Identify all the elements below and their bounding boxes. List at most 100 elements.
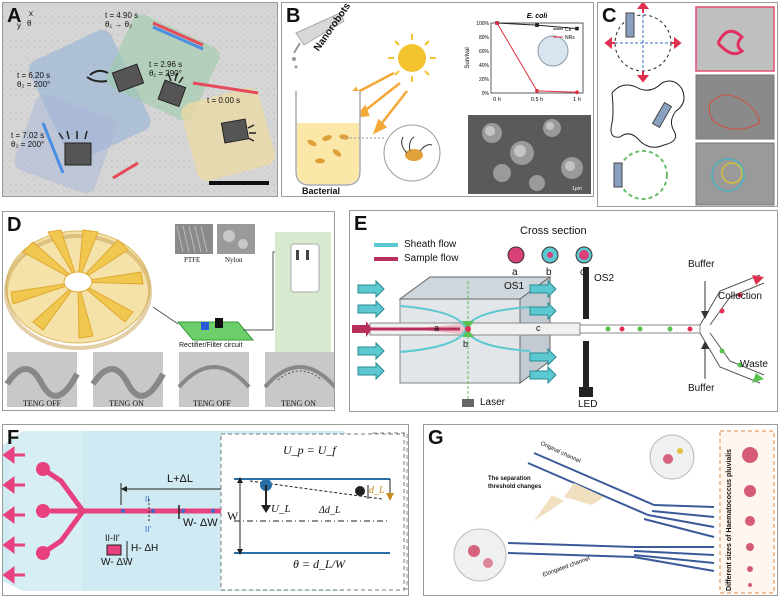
cross-section-b: b — [546, 267, 552, 278]
panel-g-illustration — [453, 430, 775, 594]
chart-xtick-label: 0.5 h — [531, 97, 543, 103]
panel-label: F — [7, 427, 20, 449]
data-point — [535, 89, 539, 93]
robot-2 — [157, 72, 187, 108]
box-label-b: b — [463, 339, 469, 349]
panel-e: E Sheath flow Sample flow Cross section … — [349, 210, 778, 412]
os2-label: OS2 — [594, 273, 615, 284]
panel-a-microscopy — [3, 3, 277, 196]
chart-ytick-label: 60% — [479, 49, 490, 55]
legend-sample: Sample flow — [404, 253, 459, 264]
panel-label: C — [602, 5, 617, 27]
buffer-bottom-label: Buffer — [688, 383, 715, 394]
chart-xtick-label: 0 h — [493, 97, 501, 103]
buffer-top-label: Buffer — [688, 259, 715, 270]
annotation-t000: t = 0.00 s — [207, 96, 241, 105]
collection-label: Collection — [718, 291, 762, 302]
axis-theta-label: θ — [27, 19, 32, 28]
panel-label: A — [7, 5, 22, 27]
box-label-a: a — [434, 323, 440, 333]
h-delta-label: H- ΔH — [131, 543, 159, 554]
data-point — [535, 23, 539, 27]
sem-scale-label: 1μm — [572, 186, 582, 192]
ul-label: U_L — [271, 503, 291, 515]
w-delta2-label: W- ΔW — [101, 557, 133, 568]
chart-ytick-label: 20% — [479, 77, 490, 83]
l-delta-label: L+ΔL — [167, 473, 194, 485]
data-point — [575, 26, 579, 31]
cross-section-title: Cross section — [520, 225, 587, 237]
cross-section-c: c — [580, 267, 585, 278]
legend-label: NRs — [565, 35, 575, 41]
chart-xtick-label: 1 h — [573, 97, 581, 103]
dropper-icon — [295, 12, 345, 46]
section-ii-prime-label: II' — [145, 525, 151, 534]
chart-ylabel: Survival — [465, 47, 471, 68]
w-delta-label: W- ΔW — [183, 517, 218, 529]
panel-f: F L+ΔL II II' W- ΔW II-II' H- ΔH W- ΔW U… — [2, 424, 409, 596]
chart-frame — [490, 22, 584, 94]
teng-image-3 — [177, 352, 251, 407]
eq-theta: θ = d_L/W — [293, 557, 345, 571]
panel-label: D — [7, 214, 22, 236]
panel-d: D PTFE Nylon Rectifier/Filter circuit TE… — [2, 211, 335, 411]
section-ii-label: II — [145, 495, 150, 504]
chart-ytick-label: 0% — [482, 91, 490, 97]
circuit-label: Rectifier/Filter circuit — [179, 342, 243, 349]
panel-c: C — [597, 2, 778, 207]
os1-label: OS1 — [504, 281, 525, 292]
robot-4 — [58, 130, 92, 166]
section-label: II-II' — [105, 533, 120, 543]
led-label: LED — [578, 399, 598, 410]
ddl-label: Δd_L — [319, 505, 341, 516]
panel-c-illustration — [604, 3, 775, 206]
legend-label: Ctr — [565, 27, 572, 33]
panel-b-illustration — [292, 12, 591, 194]
dl-label: d_L — [369, 485, 385, 496]
nylon-label: Nylon — [225, 256, 243, 264]
laser-icon — [462, 399, 474, 407]
chart-title: E. coli — [527, 13, 549, 20]
chart-ytick-label: 40% — [479, 63, 490, 69]
teng-label-3: TENG OFF — [193, 399, 232, 408]
robot-1 — [86, 63, 145, 93]
bacterial-label: Bacterial — [302, 186, 341, 196]
ptfe-label: PTFE — [184, 256, 201, 264]
panel-label: G — [428, 427, 444, 449]
axis-x-label: x — [29, 9, 33, 18]
sun-icon — [388, 34, 436, 82]
teng-image-1 — [4, 352, 80, 407]
panel-label: B — [286, 5, 301, 27]
axis-y-label: y — [17, 21, 21, 30]
chart-ytick-label: 80% — [479, 35, 490, 41]
chart-ytick-label: 100% — [476, 21, 489, 27]
data-point — [495, 21, 499, 25]
legend-sheath: Sheath flow — [404, 239, 457, 250]
teng-image-2 — [90, 352, 166, 407]
teng-image-4 — [263, 352, 334, 407]
led-icon — [579, 387, 593, 397]
eq-up-uf: U_p = U_f — [283, 443, 336, 457]
scale-bar — [209, 181, 269, 185]
panel-label: E — [354, 213, 368, 235]
teng-label-4: TENG ON — [281, 399, 316, 408]
agar-dish-image — [537, 35, 569, 67]
teng-label-2: TENG ON — [109, 399, 144, 408]
robot-3 — [220, 118, 256, 144]
sizes-label: Different sizes of Haematococcus pluvial… — [726, 449, 733, 591]
cross-section-a: a — [512, 267, 518, 278]
panel-e-illustration — [352, 243, 765, 407]
laser-label: Laser — [480, 397, 506, 408]
panel-f-inset — [220, 433, 405, 591]
w-label: W — [227, 509, 239, 523]
waste-label: Waste — [740, 359, 768, 370]
